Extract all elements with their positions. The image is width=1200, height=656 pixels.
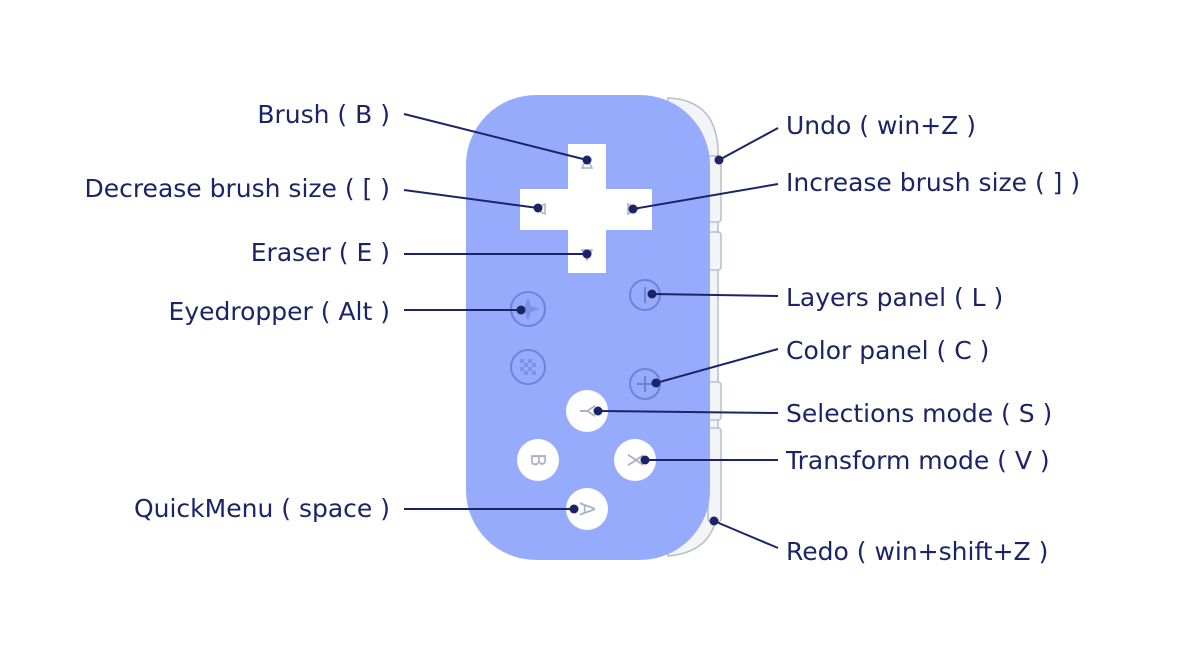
x-button[interactable]: X bbox=[614, 439, 656, 481]
label-decrease-brush: Decrease brush size ( [ ) bbox=[84, 174, 390, 203]
label-increase-brush: Increase brush size ( ] ) bbox=[786, 168, 1081, 197]
sparkle-icon bbox=[516, 297, 540, 321]
a-button[interactable]: A bbox=[566, 488, 608, 530]
y-button-glyph: Y bbox=[575, 404, 599, 418]
callout-line-brush bbox=[403, 113, 588, 161]
home-button[interactable] bbox=[510, 349, 546, 385]
x-button-glyph: X bbox=[623, 453, 647, 467]
callout-line-selections bbox=[597, 410, 779, 414]
callout-line-increase-brush bbox=[632, 183, 779, 210]
callout-dots bbox=[516, 155, 724, 526]
b-button-glyph: B bbox=[526, 453, 550, 467]
label-eraser: Eraser ( E ) bbox=[250, 238, 390, 267]
label-brush: Brush ( B ) bbox=[257, 100, 390, 129]
checker-icon bbox=[520, 359, 536, 375]
callout-line-layers bbox=[651, 293, 779, 297]
label-transform-mode: Transform mode ( V ) bbox=[786, 446, 1050, 475]
label-layers-panel: Layers panel ( L ) bbox=[786, 283, 1004, 312]
label-quickmenu: QuickMenu ( space ) bbox=[133, 494, 390, 523]
label-undo: Undo ( win+Z ) bbox=[786, 111, 976, 140]
label-selections-mode: Selections mode ( S ) bbox=[786, 399, 1053, 428]
callout-lines bbox=[403, 113, 779, 549]
a-button-glyph: A bbox=[575, 502, 599, 516]
label-color-panel: Color panel ( C ) bbox=[786, 336, 990, 365]
label-eyedropper: Eyedropper ( Alt ) bbox=[168, 297, 390, 326]
callout-line-redo bbox=[713, 520, 779, 549]
callout-line-decrease-brush bbox=[403, 189, 539, 209]
label-redo: Redo ( win+shift+Z ) bbox=[786, 537, 1049, 566]
b-button[interactable]: B bbox=[517, 439, 559, 481]
callout-line-color bbox=[655, 348, 779, 384]
callout-line-undo bbox=[718, 127, 779, 161]
y-button[interactable]: Y bbox=[566, 390, 608, 432]
